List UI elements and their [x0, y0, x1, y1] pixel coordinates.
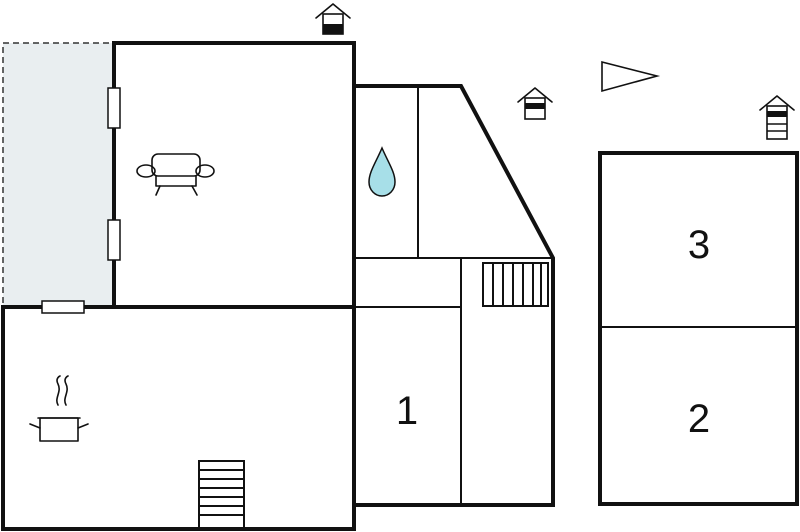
room-3-number: 3	[688, 223, 710, 267]
room-1-number: 1	[396, 389, 418, 433]
terrace-area	[2, 42, 115, 308]
floor-level-first-icon	[517, 87, 553, 120]
stairs-icon	[482, 262, 549, 307]
sofa-icon	[136, 153, 215, 196]
water-drop-icon	[368, 146, 396, 197]
floor-level-ground-icon	[315, 3, 351, 35]
window-left-upper	[107, 87, 121, 129]
window-left-lower	[107, 219, 121, 261]
cooking-pot-icon	[29, 375, 89, 442]
north-arrow-icon	[601, 60, 661, 93]
window-terrace	[41, 300, 85, 314]
living-room	[112, 41, 356, 309]
room-2-number: 2	[688, 397, 710, 441]
upper-block	[598, 151, 799, 506]
kitchen-room	[1, 305, 356, 531]
stairs-icon	[198, 460, 245, 530]
floor-level-second-icon	[759, 95, 795, 140]
